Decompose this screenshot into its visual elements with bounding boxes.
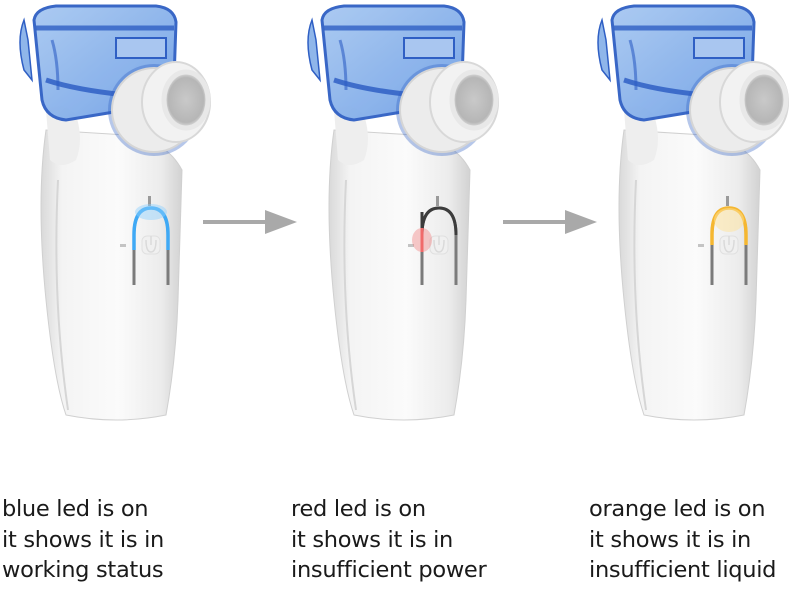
nebulizer-illustration: [294, 0, 524, 430]
caption-line: blue led is on: [2, 496, 149, 522]
arrow-right-icon: [203, 206, 299, 238]
caption-line: it shows it is in: [589, 526, 752, 553]
nebulizer-red-led: [294, 0, 524, 430]
caption-line: insufficient power: [291, 557, 487, 583]
nebulizer-blue-led: [6, 0, 236, 430]
caption-red: red led is on it shows it is in insuffic…: [291, 494, 487, 586]
led-indicator-icon: [132, 206, 170, 250]
caption-line: orange led is on: [589, 496, 766, 522]
caption-orange: orange led is on it shows it is in insuf…: [589, 494, 776, 586]
caption-blue: blue led is on it shows it is in working…: [2, 494, 164, 586]
caption-line: it shows it is in: [291, 526, 454, 553]
caption-line: working status: [2, 557, 164, 583]
arrow-right-icon: [503, 206, 599, 238]
nebulizer-illustration: [584, 0, 800, 430]
caption-line: it shows it is in: [2, 526, 165, 553]
caption-line: red led is on: [291, 496, 426, 522]
caption-line: insufficient liquid: [589, 557, 777, 583]
nebulizer-orange-led: [584, 0, 800, 430]
nebulizer-illustration: [6, 0, 236, 430]
